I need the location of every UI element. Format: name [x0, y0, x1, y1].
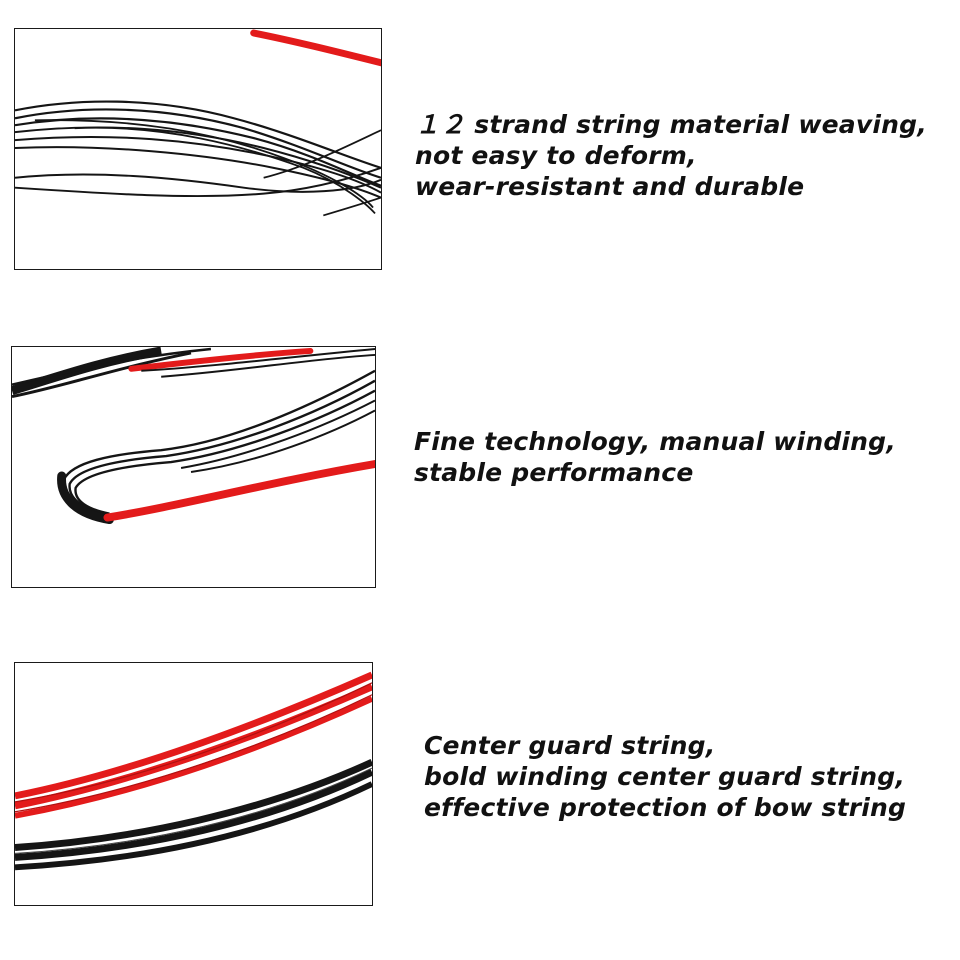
caption-line: bold winding center guard string,: [424, 762, 906, 791]
black-string-strands-photo: [14, 28, 382, 270]
caption-line: １２ strand string material weaving,: [415, 110, 927, 139]
caption-line: Center guard string,: [424, 731, 716, 760]
caption-line: not easy to deform,: [415, 141, 697, 170]
caption-line: wear-resistant and durable: [415, 172, 805, 201]
guard-illustration: [15, 671, 372, 871]
loop-illustration: [12, 347, 375, 525]
caption-strand-material: １２ strand string material weaving, not e…: [415, 109, 927, 202]
caption-center-guard: Center guard string, bold winding center…: [424, 730, 906, 823]
strands-illustration: [15, 29, 381, 217]
caption-manual-winding: Fine technology, manual winding, stable …: [414, 426, 896, 488]
center-guard-string-photo: [14, 662, 373, 906]
caption-line: stable performance: [414, 458, 694, 487]
caption-line: Fine technology, manual winding,: [414, 427, 896, 456]
string-loop-winding-photo: [11, 346, 376, 588]
caption-line: effective protection of bow string: [424, 793, 907, 822]
